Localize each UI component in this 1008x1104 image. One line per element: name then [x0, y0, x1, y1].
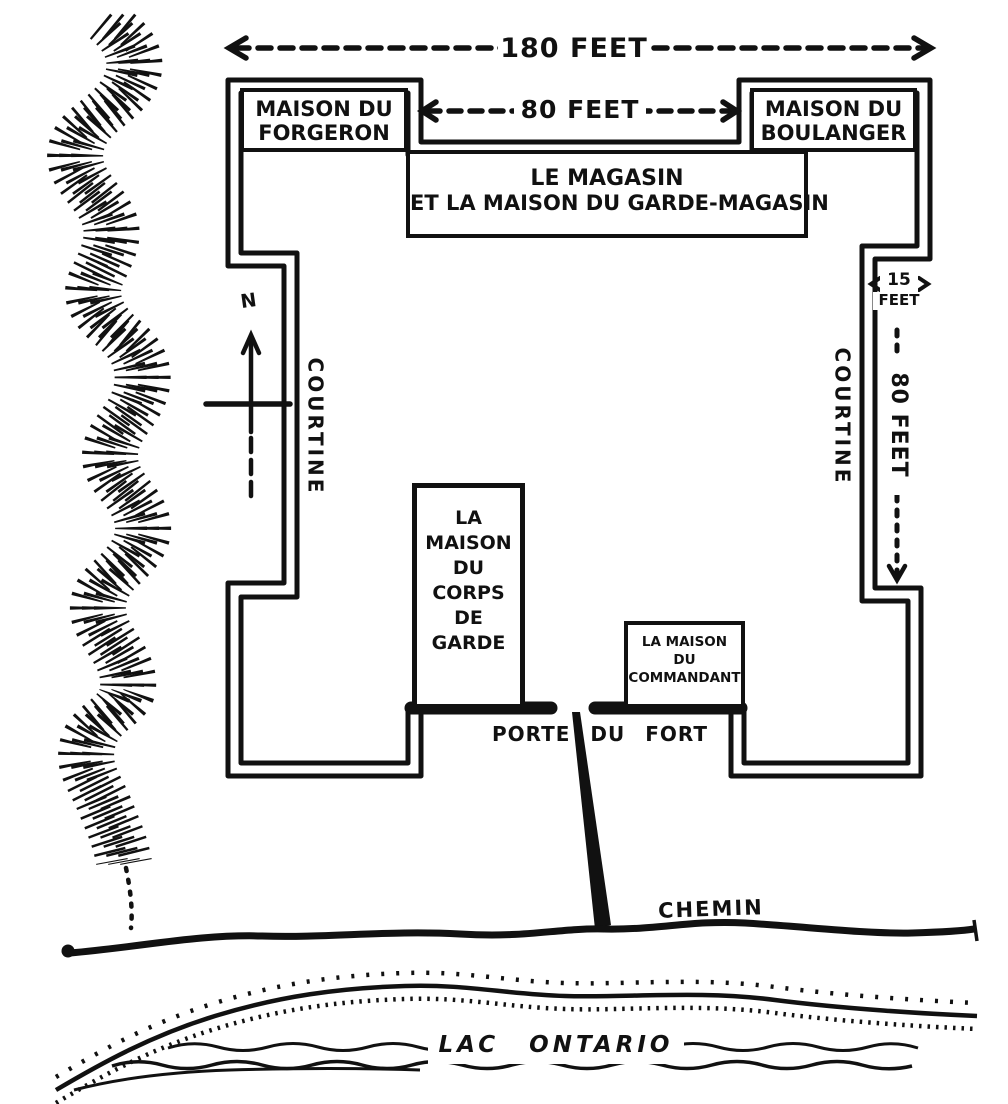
chemin-label: CHEMIN — [657, 895, 765, 923]
building-label-line: LE MAGASIN — [530, 166, 684, 191]
dim-180ft-label: 180 FEET — [498, 33, 650, 65]
building-label-line: COMMANDANT — [628, 670, 741, 686]
road-line — [69, 918, 975, 957]
building-label-line: LA — [455, 507, 482, 529]
dim-15ft-right-arrow-icon — [917, 276, 932, 292]
courtine-right-label: COURTINE — [830, 347, 855, 486]
building-maison-du-forgeron: MAISON DU FORGERON — [240, 88, 408, 152]
dim-15ft-unit-label: FEET — [873, 291, 925, 310]
building-label-line: CORPS — [432, 582, 505, 604]
building-label-line: BOULANGER — [760, 121, 907, 145]
water-line-3 — [73, 1067, 421, 1092]
building-label-line: DU — [452, 557, 485, 579]
building-label-line: MAISON DU — [255, 97, 393, 121]
dim-80ft-top-right-arrow-icon — [720, 99, 743, 123]
fort-outer-wall — [225, 77, 933, 779]
dim-180ft-left-arrow-icon — [223, 35, 249, 61]
water-line-2 — [111, 1059, 913, 1071]
building-label-line: MAISON DU — [764, 97, 903, 121]
building-label-line: DE — [454, 607, 483, 629]
dim-80ft-top-left-arrow-icon — [416, 99, 439, 123]
dim-80ft-right-down-arrow-icon — [886, 563, 908, 585]
building-label-line: ET LA MAISON DU GARDE-MAGASIN — [410, 191, 829, 215]
building-label-line: MAISON — [425, 532, 512, 554]
shore-crest-line — [54, 983, 978, 1092]
building-label-line: GARDE — [431, 632, 506, 654]
building-le-magasin: LE MAGASIN ET LA MAISON DU GARDE-MAGASIN — [406, 150, 829, 238]
dim-80ft-top-label: 80 FEET — [514, 95, 646, 126]
porte-du-fort-label: PORTE DU FORT — [492, 722, 709, 746]
building-label-line: DU — [673, 652, 696, 668]
ravine-dotted-tail — [123, 865, 134, 931]
dim-80ft-right-label: 80 FEET — [883, 355, 911, 495]
ravine-hachure-band — [63, 26, 155, 931]
north-arrow-icon — [203, 329, 293, 503]
building-label-line: FORGERON — [258, 121, 390, 145]
dim-15ft-left-arrow-icon — [867, 276, 882, 292]
dim-15ft-value-label: 15 — [880, 270, 918, 293]
north-label: N — [239, 289, 258, 314]
dim-180ft-right-arrow-icon — [911, 35, 937, 61]
gate-road-wedge — [572, 712, 611, 929]
lac-ontario-label: LAC ONTARIO — [428, 1032, 684, 1064]
building-corps-de-garde: LA MAISON DU CORPS DE GARDE — [412, 483, 525, 709]
courtine-left-label: COURTINE — [303, 357, 328, 496]
building-label-line: LA MAISON — [641, 634, 728, 650]
building-maison-du-commandant: LA MAISON DU COMMANDANT — [624, 621, 745, 708]
road-chemin — [61, 712, 979, 958]
building-maison-du-boulanger: MAISON DU BOULANGER — [750, 88, 917, 152]
